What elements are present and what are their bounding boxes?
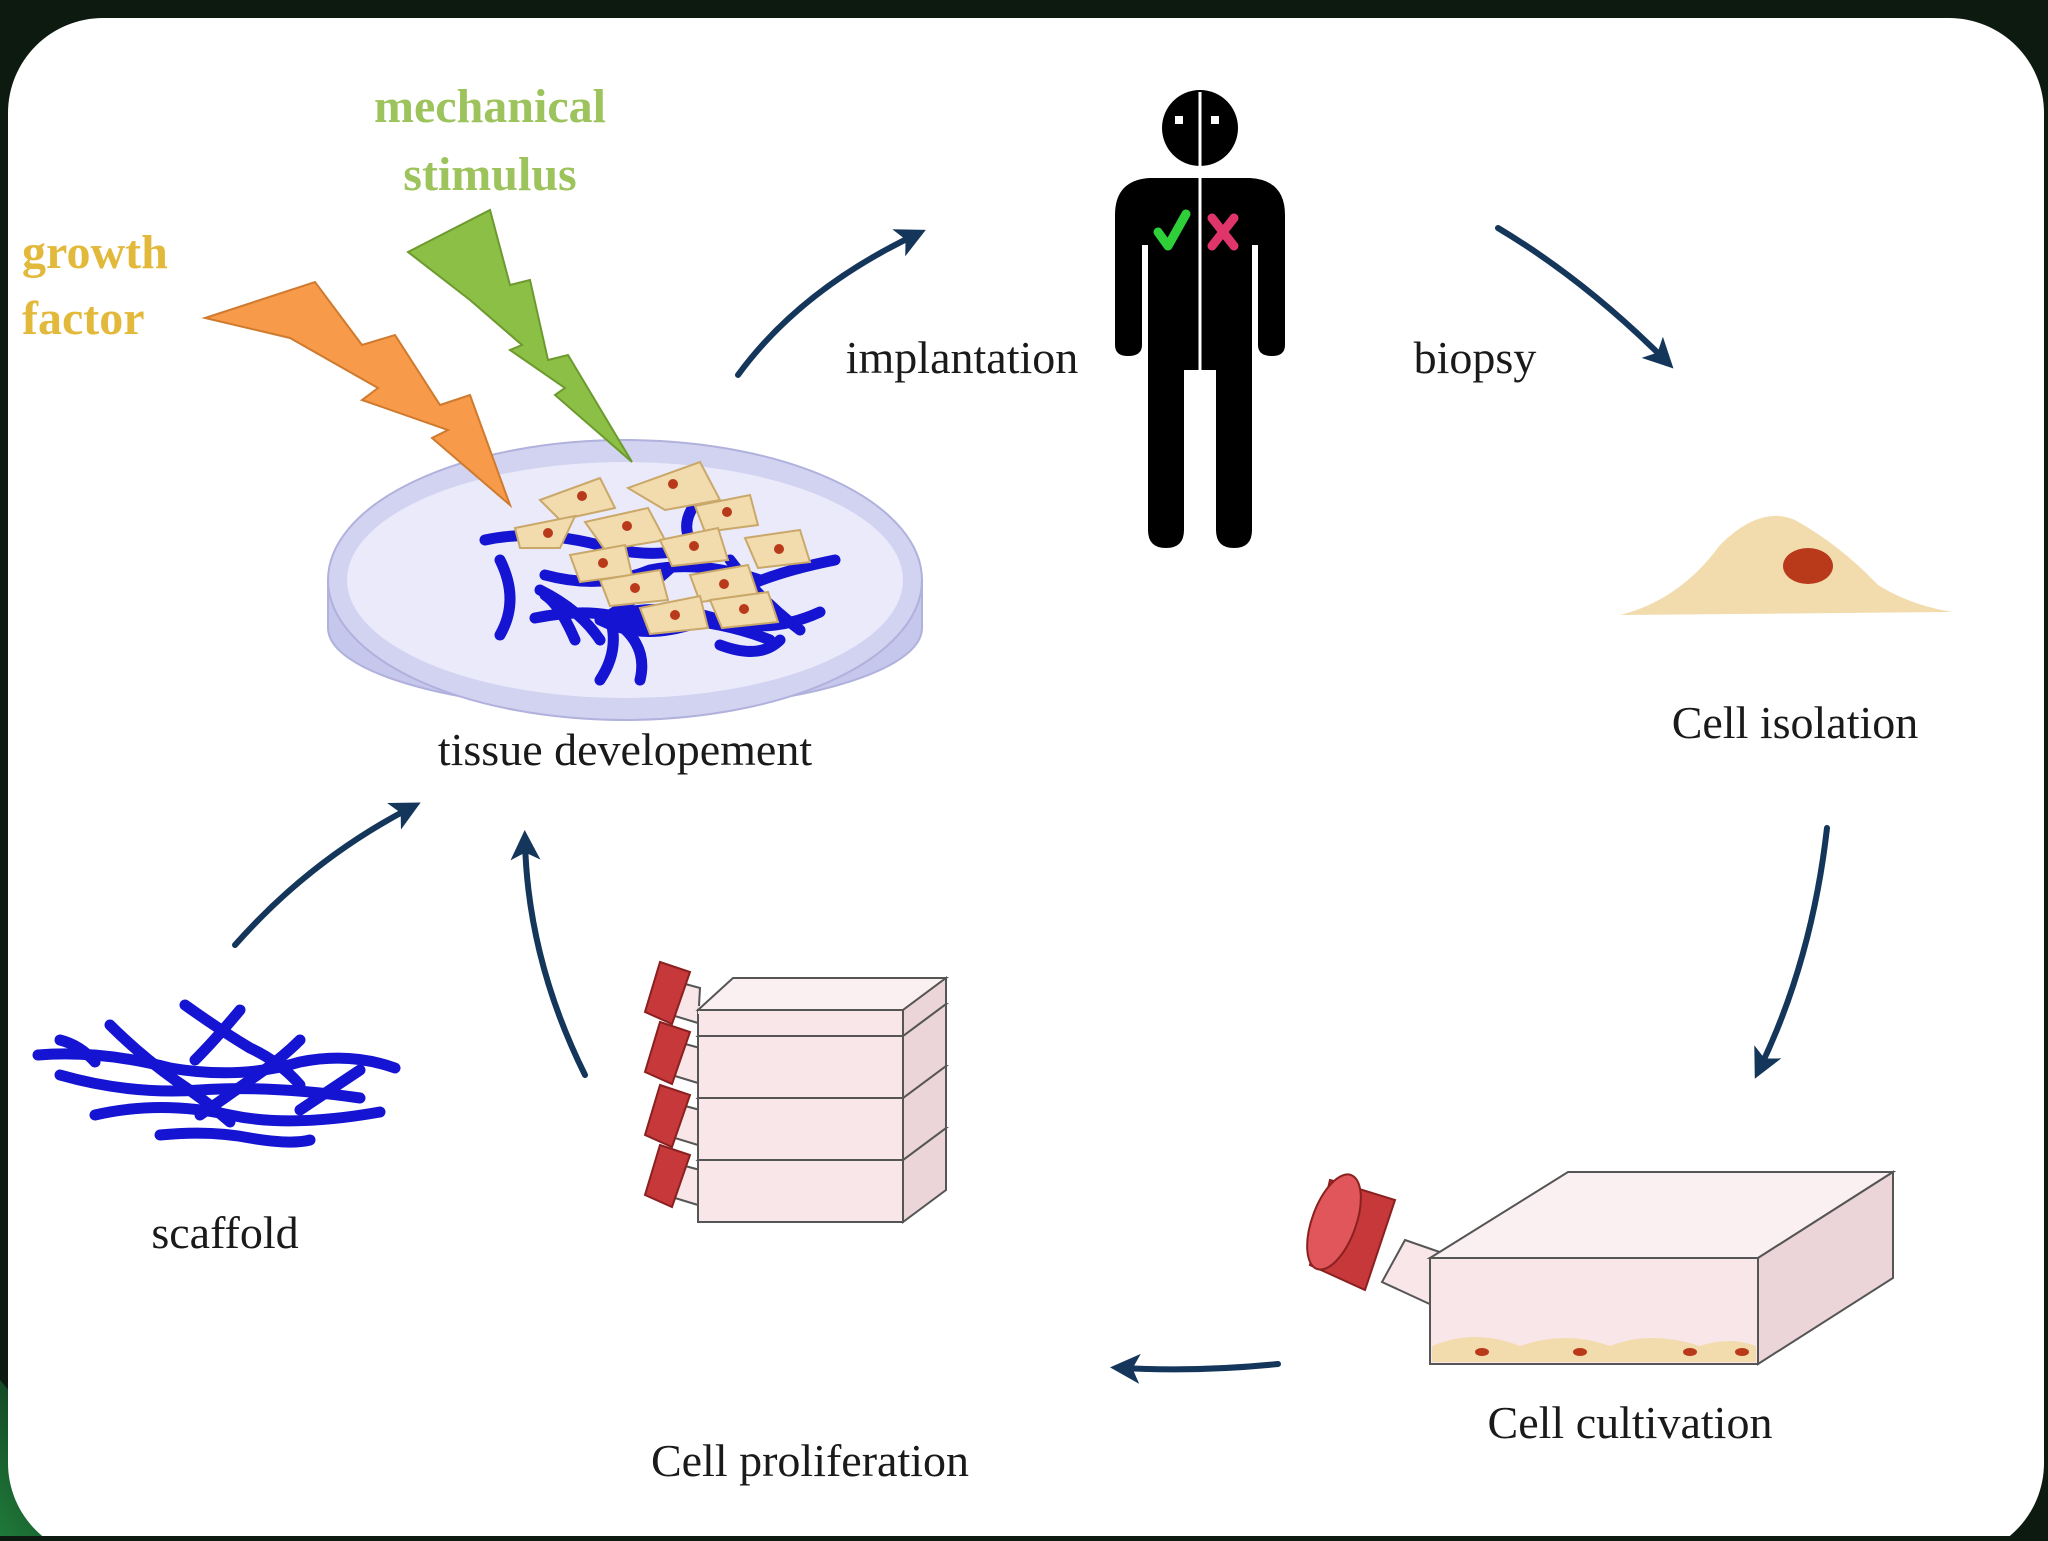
dish-cells	[513, 460, 812, 636]
mechanical-stimulus-label-line2: stimulus	[403, 148, 576, 201]
patient-figure-icon	[1115, 90, 1285, 548]
cell-cultivation-label: Cell cultivation	[1488, 1397, 1773, 1448]
cell-proliferation-label: Cell proliferation	[651, 1435, 969, 1486]
check-mark-icon	[1153, 209, 1191, 251]
flask-stack-icon	[643, 960, 950, 1224]
diagram-panel	[8, 18, 2044, 1541]
arrow-cultivation-to-proliferation	[1110, 1353, 1281, 1384]
growth-factor-label-line1: growth	[22, 226, 168, 279]
growth-factor-bolt-icon	[201, 280, 513, 509]
arrow-scaffold-to-tissue	[232, 802, 421, 948]
cross-mark-icon	[1207, 213, 1239, 251]
scaffold-icon	[32, 999, 401, 1148]
biopsy-label: biopsy	[1414, 332, 1537, 383]
arrow-isolation-to-cultivation	[1754, 825, 1830, 1079]
arrow-biopsy-to-isolation	[1495, 225, 1674, 369]
arrow-to-implantation	[735, 229, 926, 378]
mechanical-stimulus-label-line1: mechanical	[374, 80, 606, 133]
tissue-development-label: tissue developement	[438, 724, 813, 775]
mechanical-stimulus-bolt-icon	[406, 208, 633, 463]
isolated-cell-icon	[1620, 515, 1952, 615]
scaffold-label: scaffold	[151, 1207, 298, 1258]
growth-factor-label-line2: factor	[22, 292, 145, 345]
cell-isolation-label: Cell isolation	[1672, 697, 1919, 748]
implantation-label: implantation	[846, 332, 1079, 383]
arrow-proliferation-to-tissue	[510, 830, 588, 1078]
culture-flask-icon	[1306, 1170, 1897, 1366]
